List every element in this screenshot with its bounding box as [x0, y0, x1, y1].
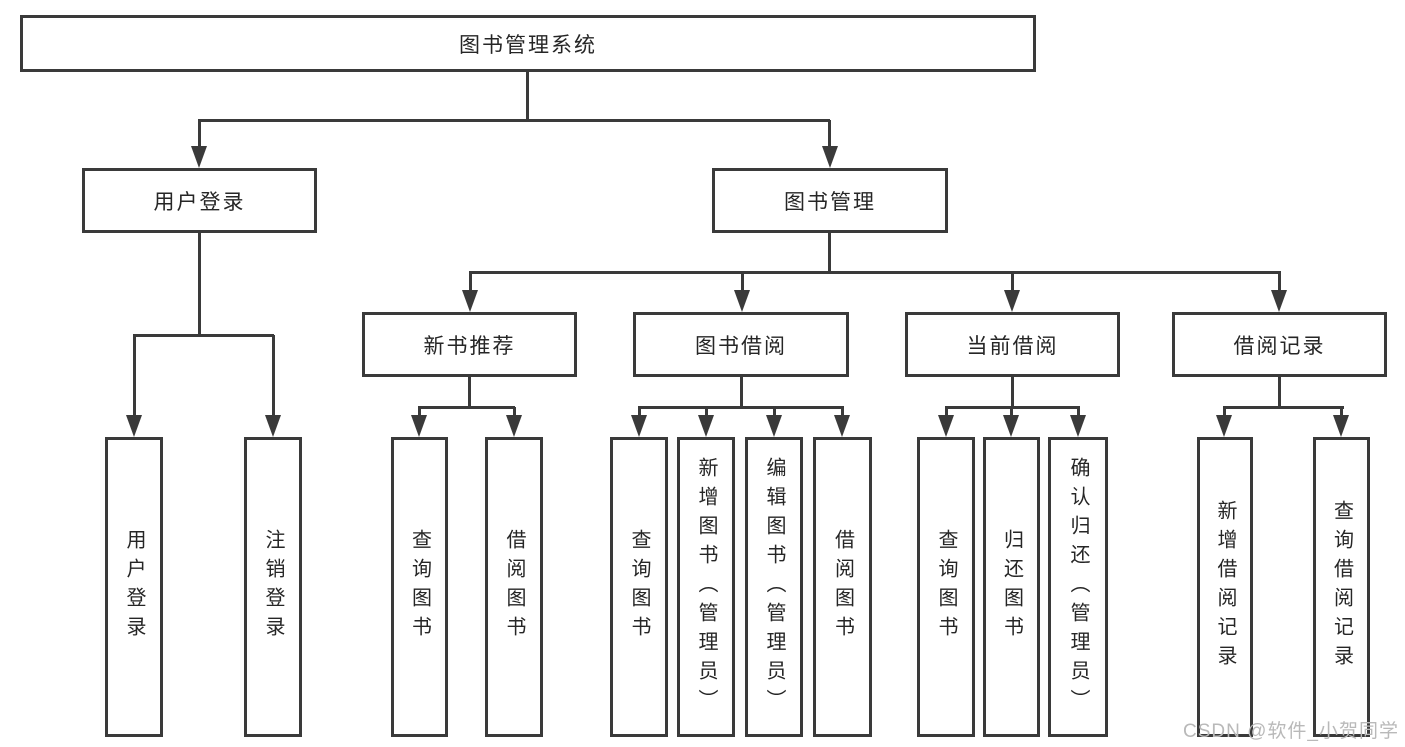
arrowhead-icon	[698, 415, 714, 437]
node-add-borrow-record: 新增借阅记录	[1197, 437, 1253, 737]
arrowhead-icon	[1070, 415, 1086, 437]
arrowhead-icon	[938, 415, 954, 437]
arrowhead-icon	[822, 146, 838, 168]
connector-line	[513, 407, 516, 417]
node-edit-books-admin: 编辑图书（管理员）	[745, 437, 803, 737]
connector-line	[272, 335, 275, 416]
arrowhead-icon	[734, 290, 750, 312]
node-borrowing-records: 借阅记录	[1172, 312, 1387, 377]
connector-line	[1223, 406, 1344, 409]
node-confirm-return-admin: 确认归还（管理员）	[1048, 437, 1108, 737]
connector-line	[133, 335, 136, 416]
connector-line	[1011, 272, 1014, 292]
connector-line	[198, 233, 201, 335]
connector-line	[1010, 407, 1013, 417]
connector-line	[468, 377, 471, 407]
connector-line	[638, 406, 844, 409]
node-borrow-books-1: 借阅图书	[485, 437, 543, 737]
connector-line	[469, 271, 1281, 274]
connector-line	[418, 406, 515, 409]
csdn-watermark: CSDN @软件_小贺同学	[1183, 721, 1399, 742]
connector-line	[945, 407, 948, 417]
node-book-management-branch: 图书管理	[712, 168, 948, 233]
node-root: 图书管理系统	[20, 15, 1036, 72]
node-query-books-1: 查询图书	[391, 437, 448, 737]
arrowhead-icon	[462, 290, 478, 312]
connector-line	[1011, 377, 1014, 407]
connector-line	[1077, 407, 1080, 417]
node-user-login: 用户登录	[105, 437, 163, 737]
arrowhead-icon	[1271, 290, 1287, 312]
node-query-borrow-record: 查询借阅记录	[1313, 437, 1370, 737]
node-book-borrowing: 图书借阅	[633, 312, 849, 377]
node-query-books-3: 查询图书	[917, 437, 975, 737]
arrowhead-icon	[191, 146, 207, 168]
node-borrow-books-2: 借阅图书	[813, 437, 872, 737]
connector-line	[828, 120, 831, 148]
connector-line	[705, 407, 708, 417]
connector-line	[828, 233, 831, 272]
node-current-borrowing: 当前借阅	[905, 312, 1120, 377]
arrowhead-icon	[834, 415, 850, 437]
arrowhead-icon	[265, 415, 281, 437]
arrowhead-icon	[1333, 415, 1349, 437]
arrowhead-icon	[126, 415, 142, 437]
node-add-books-admin: 新增图书（管理员）	[677, 437, 735, 737]
node-new-book-recommendation: 新书推荐	[362, 312, 577, 377]
connector-line	[740, 377, 743, 407]
arrowhead-icon	[1003, 415, 1019, 437]
connector-line	[841, 407, 844, 417]
connector-line	[638, 407, 641, 417]
connector-line	[418, 407, 421, 417]
connector-line	[1278, 377, 1281, 407]
connector-line	[741, 272, 744, 292]
arrowhead-icon	[506, 415, 522, 437]
arrowhead-icon	[1004, 290, 1020, 312]
arrowhead-icon	[631, 415, 647, 437]
connector-line	[1340, 407, 1343, 417]
node-user-login-branch: 用户登录	[82, 168, 317, 233]
arrowhead-icon	[766, 415, 782, 437]
connector-line	[526, 72, 529, 120]
connector-line	[1223, 407, 1226, 417]
connector-line	[198, 119, 830, 122]
node-query-books-2: 查询图书	[610, 437, 668, 737]
node-return-books: 归还图书	[983, 437, 1040, 737]
connector-line	[773, 407, 776, 417]
arrowhead-icon	[1216, 415, 1232, 437]
connector-line	[469, 272, 472, 292]
arrowhead-icon	[411, 415, 427, 437]
connector-line	[198, 120, 201, 148]
connector-line	[133, 334, 274, 337]
connector-line	[1278, 272, 1281, 292]
node-logout: 注销登录	[244, 437, 302, 737]
